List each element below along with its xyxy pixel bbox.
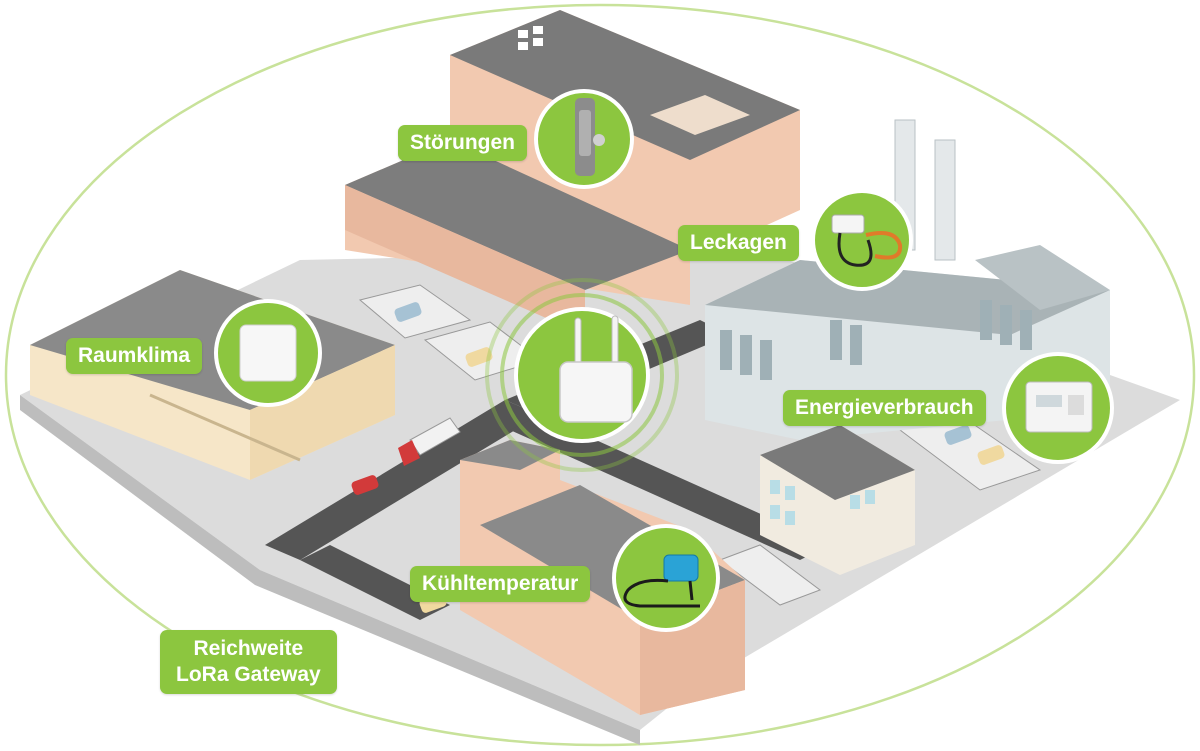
- label-kuehltemperatur: Kühltemperatur: [410, 566, 591, 602]
- label-stoerungen: Störungen: [398, 125, 527, 161]
- road: [300, 545, 450, 620]
- truck: [398, 417, 461, 466]
- gateway-range-ring: [500, 293, 664, 457]
- roof-skylight: [533, 38, 543, 46]
- room-climate-sensor-icon: [239, 324, 297, 382]
- brick-building-roof: [460, 440, 560, 470]
- road: [510, 415, 830, 560]
- road: [265, 400, 540, 560]
- gateway-range-ring: [485, 278, 679, 472]
- warehouse-wall: [345, 185, 585, 335]
- fault-sensor-icon: [575, 98, 605, 176]
- parking-lot: [718, 544, 822, 606]
- reichweite-line2: LoRa Gateway: [176, 663, 321, 686]
- label-leckagen: Leckagen: [678, 225, 799, 261]
- hall-side: [250, 345, 395, 480]
- factory-windows: [720, 300, 1032, 380]
- reichweite-line1: Reichweite: [193, 637, 304, 660]
- gateway-range-ellipse: [4, 3, 1196, 747]
- roof-skylight: [533, 26, 543, 34]
- office-roof: [760, 425, 915, 500]
- warehouse-annex-roof: [345, 140, 690, 290]
- roof-structure: [650, 95, 750, 135]
- chimney: [934, 139, 956, 261]
- roof-skylight: [518, 30, 528, 38]
- label-energieverbrauch: Energieverbrauch: [783, 390, 986, 426]
- leak-sensor-icon: [831, 214, 903, 267]
- lora-gateway-icon: [559, 315, 633, 423]
- car: [465, 347, 493, 367]
- car: [394, 302, 422, 322]
- label-reichweite-gateway: Reichweite LoRa Gateway: [160, 630, 337, 694]
- car: [351, 475, 379, 495]
- factory-tower-roof: [975, 245, 1110, 310]
- ground-edge: [20, 395, 640, 745]
- roof-skylight: [518, 42, 528, 50]
- energy-meter-icon: [1025, 381, 1093, 433]
- temperature-probe-icon: [623, 554, 700, 608]
- label-raumklima: Raumklima: [66, 338, 203, 374]
- car: [977, 445, 1005, 465]
- office-windows: [770, 480, 875, 525]
- hall-trim: [149, 393, 301, 462]
- car: [944, 425, 972, 445]
